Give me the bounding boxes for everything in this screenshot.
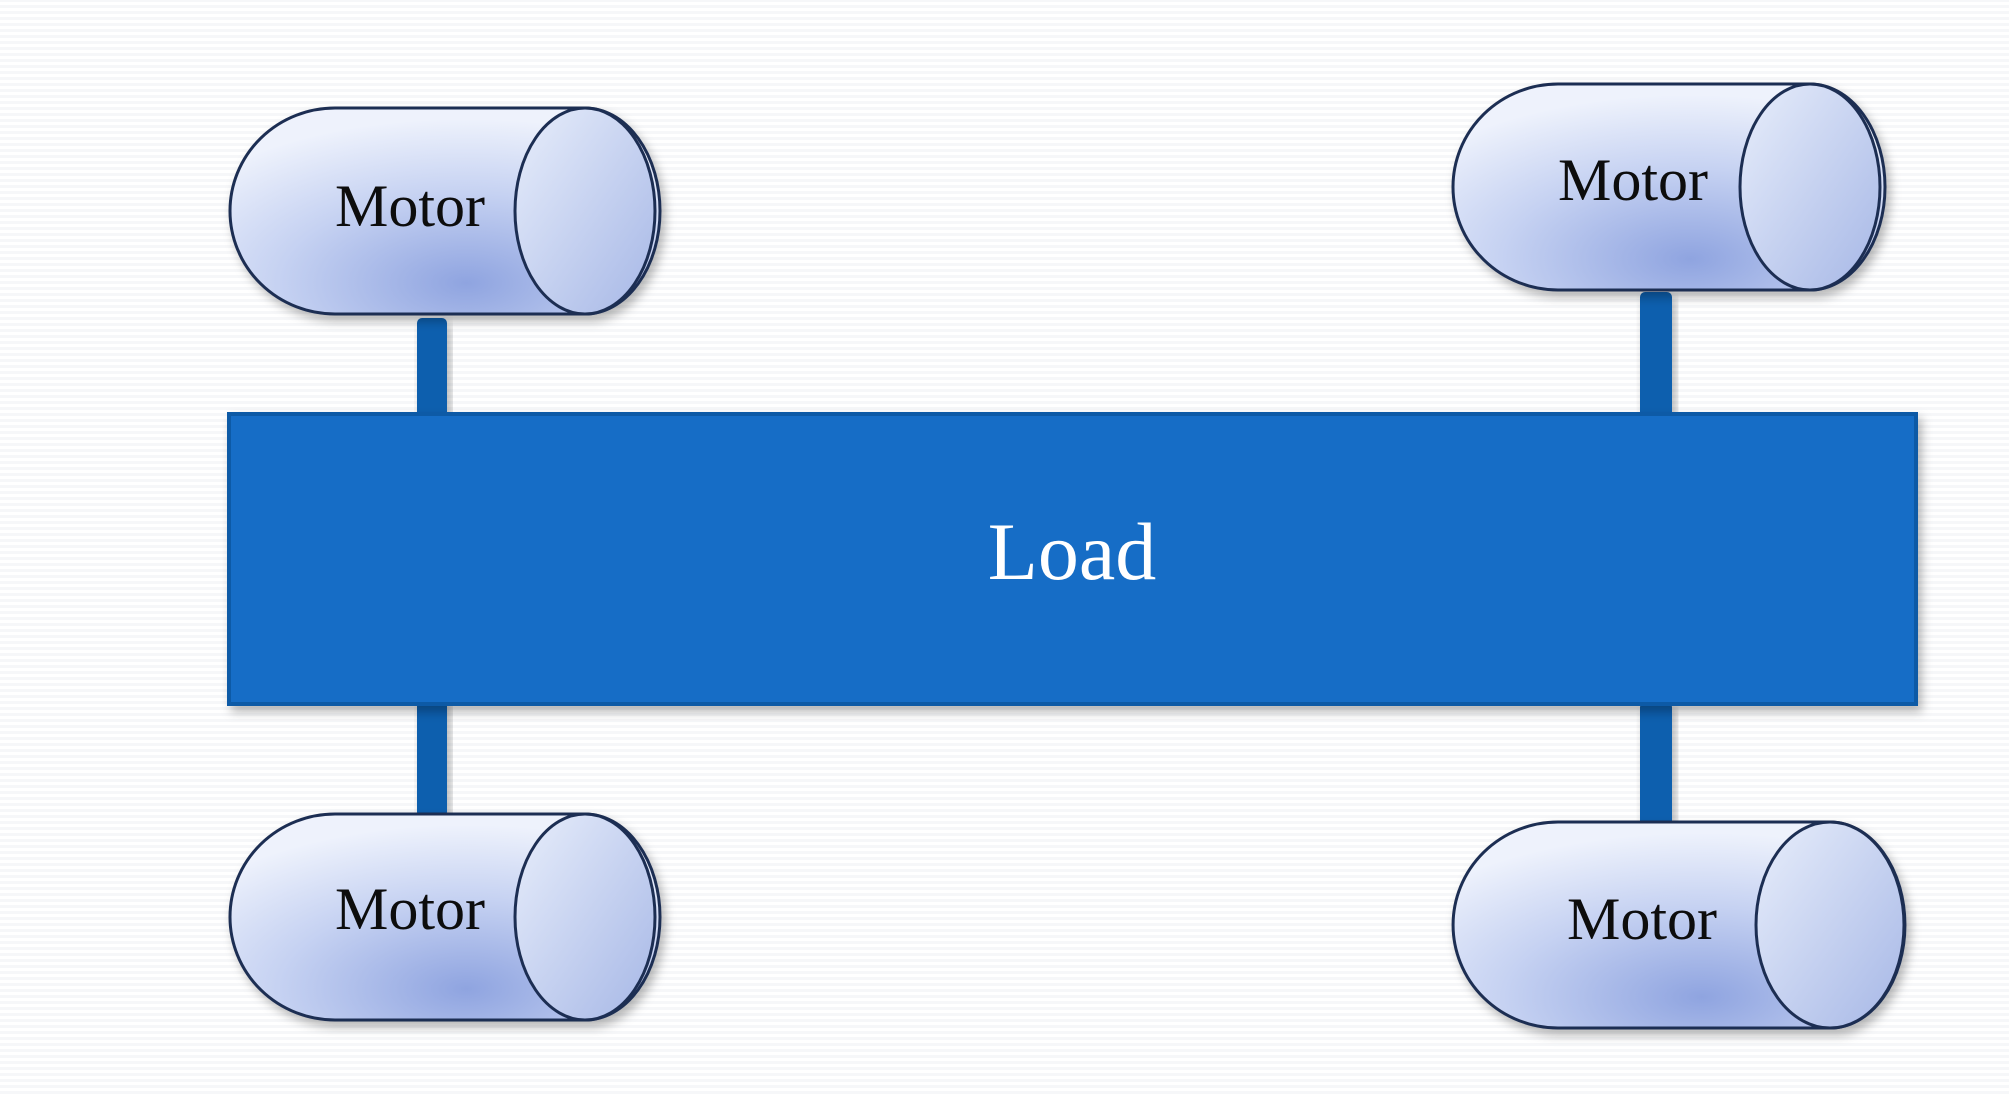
- motor-label: Motor: [1558, 147, 1708, 213]
- motor-end-cap: [1738, 82, 1882, 292]
- load-block: Load: [227, 412, 1918, 706]
- shaft-bottom-right: [1640, 702, 1672, 826]
- motor-bottom-right: Motor: [1451, 820, 1907, 1030]
- motor-bottom-left: Motor: [228, 812, 662, 1022]
- motor-end-cap: [1754, 820, 1906, 1030]
- load-label: Load: [988, 506, 1156, 597]
- motor-label: Motor: [335, 173, 485, 239]
- motor-label: Motor: [335, 876, 485, 942]
- motor-end-cap: [513, 812, 657, 1022]
- shaft-top-left: [417, 318, 447, 442]
- shaft-bottom-left: [417, 697, 447, 817]
- motor-top-right: Motor: [1451, 82, 1887, 292]
- motor-label: Motor: [1567, 886, 1717, 952]
- motor-end-cap: [513, 106, 657, 316]
- shaft-top-right: [1640, 292, 1672, 417]
- motor-top-left: Motor: [228, 106, 662, 316]
